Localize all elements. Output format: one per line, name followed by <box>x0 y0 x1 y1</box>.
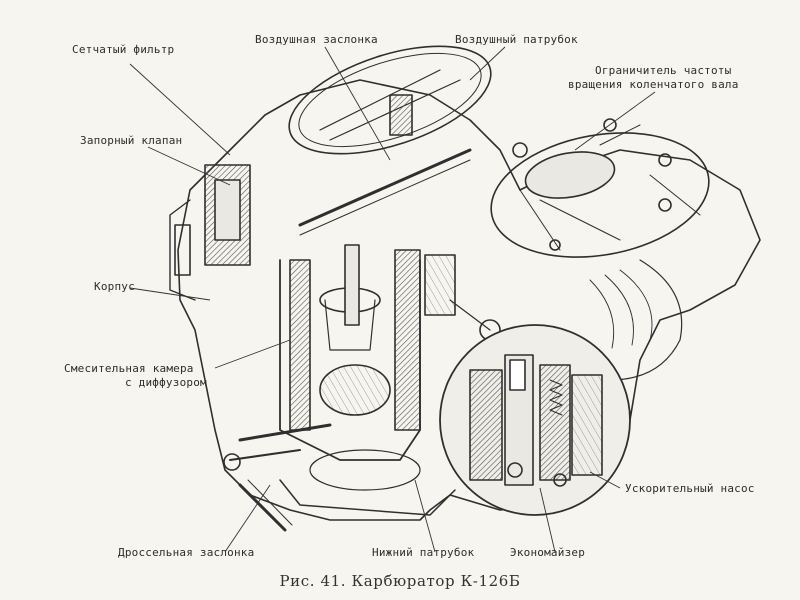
label-mixing-chamber-line1: Смесительная камера <box>64 362 194 375</box>
label-accelerator-pump: Ускорительный насос <box>625 482 755 495</box>
label-mesh-filter: Сетчатый фильтр <box>72 43 175 56</box>
label-shutoff-valve: Запорный клапан <box>80 134 183 147</box>
governor-disc <box>490 132 710 258</box>
label-governor-line1: Ограничитель частоты <box>595 64 732 77</box>
label-mixing-chamber-line2: с диффузором <box>125 376 207 389</box>
figure-caption: Рис. 41. Карбюратор К-126Б <box>279 572 521 590</box>
choke-plate <box>298 148 472 227</box>
label-throttle-valve: Дроссельная заслонка <box>118 546 255 559</box>
label-economizer: Экономайзер <box>510 546 586 559</box>
label-air-damper: Воздушная заслонка <box>255 33 378 46</box>
label-governor-line2: вращения коленчатого вала <box>568 78 739 91</box>
label-lower-pipe: Нижний патрубок <box>372 546 475 559</box>
body-outline <box>177 79 761 521</box>
label-housing: Корпус <box>94 280 135 293</box>
throttle-shaft <box>238 423 332 442</box>
label-air-intake: Воздушный патрубок <box>455 33 578 46</box>
leader-lines <box>129 46 656 553</box>
bottom-flange <box>279 479 456 516</box>
air-intake-ring <box>288 45 492 155</box>
